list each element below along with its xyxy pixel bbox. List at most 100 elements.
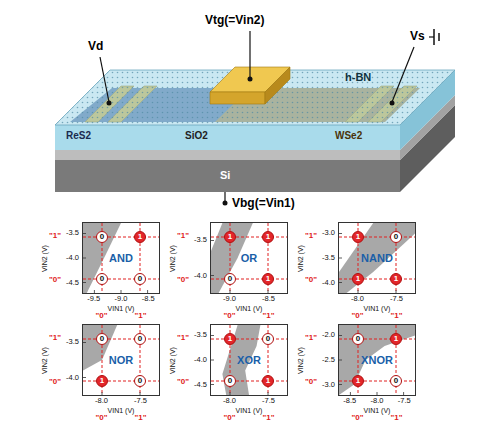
axis-title: VIN1 (V) bbox=[108, 407, 135, 414]
logic-level: "0" bbox=[223, 312, 235, 320]
logic-map-plot: XNOR0110 bbox=[338, 324, 416, 396]
output-circle: 0 bbox=[390, 375, 402, 387]
tick-label: -3.5 bbox=[322, 254, 335, 262]
logic-level: "1" bbox=[305, 232, 317, 240]
logic-level: "0" bbox=[49, 378, 61, 386]
tick-label: -8.5 bbox=[262, 295, 275, 303]
tick-label: -7.5 bbox=[262, 397, 275, 405]
logic-level: "0" bbox=[351, 414, 363, 422]
tick-label: -3.0 bbox=[322, 229, 335, 237]
output-circle: 0 bbox=[262, 333, 274, 345]
tick-label: -8.0 bbox=[223, 397, 236, 405]
output-value: 1 bbox=[228, 335, 232, 343]
device-label: ReS2 bbox=[66, 131, 91, 141]
tick-label: -9.0 bbox=[115, 295, 128, 303]
output-value: 0 bbox=[266, 335, 270, 343]
output-value: 1 bbox=[100, 377, 104, 385]
tick-label: -4.5 bbox=[66, 279, 79, 287]
axis-title: VIN1 (V) bbox=[364, 305, 391, 312]
output-value: 1 bbox=[356, 275, 360, 283]
tick-label: -8.0 bbox=[95, 397, 108, 405]
logic-level: "1" bbox=[49, 232, 61, 240]
output-circle: 1 bbox=[352, 273, 364, 285]
logic-level: "0" bbox=[305, 276, 317, 284]
output-circle: 1 bbox=[224, 231, 236, 243]
output-value: 0 bbox=[100, 335, 104, 343]
output-circle: 1 bbox=[262, 273, 274, 285]
axis-title: VIN2 (V) bbox=[297, 245, 304, 272]
logic-level: "0" bbox=[351, 312, 363, 320]
tick-label: -2.5 bbox=[322, 356, 335, 364]
output-value: 1 bbox=[266, 377, 270, 385]
logic-map-plot: XOR1001 bbox=[210, 324, 288, 396]
device-label: Vd bbox=[88, 40, 103, 52]
tick-label: -4.0 bbox=[66, 254, 79, 262]
tick-label: -7.5 bbox=[398, 397, 411, 405]
device-label: Si bbox=[220, 170, 230, 181]
gate-name: NAND bbox=[361, 253, 393, 264]
output-value: 1 bbox=[266, 275, 270, 283]
axis-title: VIN2 (V) bbox=[297, 347, 304, 374]
output-circle: 1 bbox=[134, 231, 146, 243]
output-value: 0 bbox=[138, 335, 142, 343]
device-label: SiO2 bbox=[185, 131, 208, 141]
output-circle: 1 bbox=[262, 231, 274, 243]
tick-label: -8.0 bbox=[351, 295, 364, 303]
tick-label: -4.5 bbox=[194, 381, 207, 389]
output-value: 0 bbox=[228, 275, 232, 283]
logic-level: "1" bbox=[390, 312, 402, 320]
output-circle: 1 bbox=[352, 375, 364, 387]
device-label: Vtg(=Vin2) bbox=[205, 14, 264, 26]
output-circle: 0 bbox=[390, 231, 402, 243]
output-circle: 1 bbox=[224, 333, 236, 345]
tick-label: -9.0 bbox=[223, 295, 236, 303]
tick-label: -3.5 bbox=[194, 331, 207, 339]
output-value: 0 bbox=[100, 275, 104, 283]
logic-level: "1" bbox=[390, 414, 402, 422]
logic-level: "0" bbox=[305, 378, 317, 386]
device-label: Vs bbox=[410, 30, 425, 42]
tick-label: -7.5 bbox=[134, 397, 147, 405]
tick-label: -9.5 bbox=[87, 295, 100, 303]
output-value: 0 bbox=[356, 335, 360, 343]
output-value: 1 bbox=[138, 233, 142, 241]
output-circle: 1 bbox=[352, 231, 364, 243]
output-value: 1 bbox=[356, 233, 360, 241]
output-circle: 0 bbox=[134, 333, 146, 345]
output-circle: 1 bbox=[390, 273, 402, 285]
tick-label: -4.0 bbox=[194, 272, 207, 280]
output-circle: 1 bbox=[96, 375, 108, 387]
output-circle: 0 bbox=[134, 273, 146, 285]
tick-label: -3.5 bbox=[66, 338, 79, 346]
tick-label: -3.0 bbox=[322, 381, 335, 389]
tick-label: -7.5 bbox=[390, 295, 403, 303]
output-circle: 0 bbox=[134, 375, 146, 387]
logic-level: "0" bbox=[177, 276, 189, 284]
logic-level: "0" bbox=[95, 414, 107, 422]
tick-label: -8.5 bbox=[142, 295, 155, 303]
logic-map-plot: OR1101 bbox=[210, 222, 288, 294]
output-circle: 0 bbox=[352, 333, 364, 345]
logic-level: "1" bbox=[49, 334, 61, 342]
device-label: Vbg(=Vin1) bbox=[232, 197, 295, 209]
output-circle: 0 bbox=[96, 231, 108, 243]
gate-name: XOR bbox=[237, 355, 261, 366]
output-circle: 0 bbox=[96, 333, 108, 345]
axis-title: VIN2 (V) bbox=[41, 245, 48, 272]
logic-level: "0" bbox=[223, 414, 235, 422]
output-circle: 1 bbox=[262, 375, 274, 387]
logic-level: "1" bbox=[134, 312, 146, 320]
logic-level: "1" bbox=[262, 414, 274, 422]
device-label: WSe2 bbox=[335, 131, 362, 141]
tick-label: -4.0 bbox=[322, 279, 335, 287]
axis-title: VIN1 (V) bbox=[236, 407, 263, 414]
tick-label: -4.0 bbox=[194, 356, 207, 364]
output-value: 1 bbox=[394, 275, 398, 283]
axis-title: VIN1 (V) bbox=[364, 407, 391, 414]
logic-level: "1" bbox=[134, 414, 146, 422]
logic-level: "0" bbox=[95, 312, 107, 320]
output-value: 0 bbox=[138, 377, 142, 385]
logic-level: "0" bbox=[177, 378, 189, 386]
logic-level: "1" bbox=[177, 334, 189, 342]
tick-label: -8.5 bbox=[343, 397, 356, 405]
